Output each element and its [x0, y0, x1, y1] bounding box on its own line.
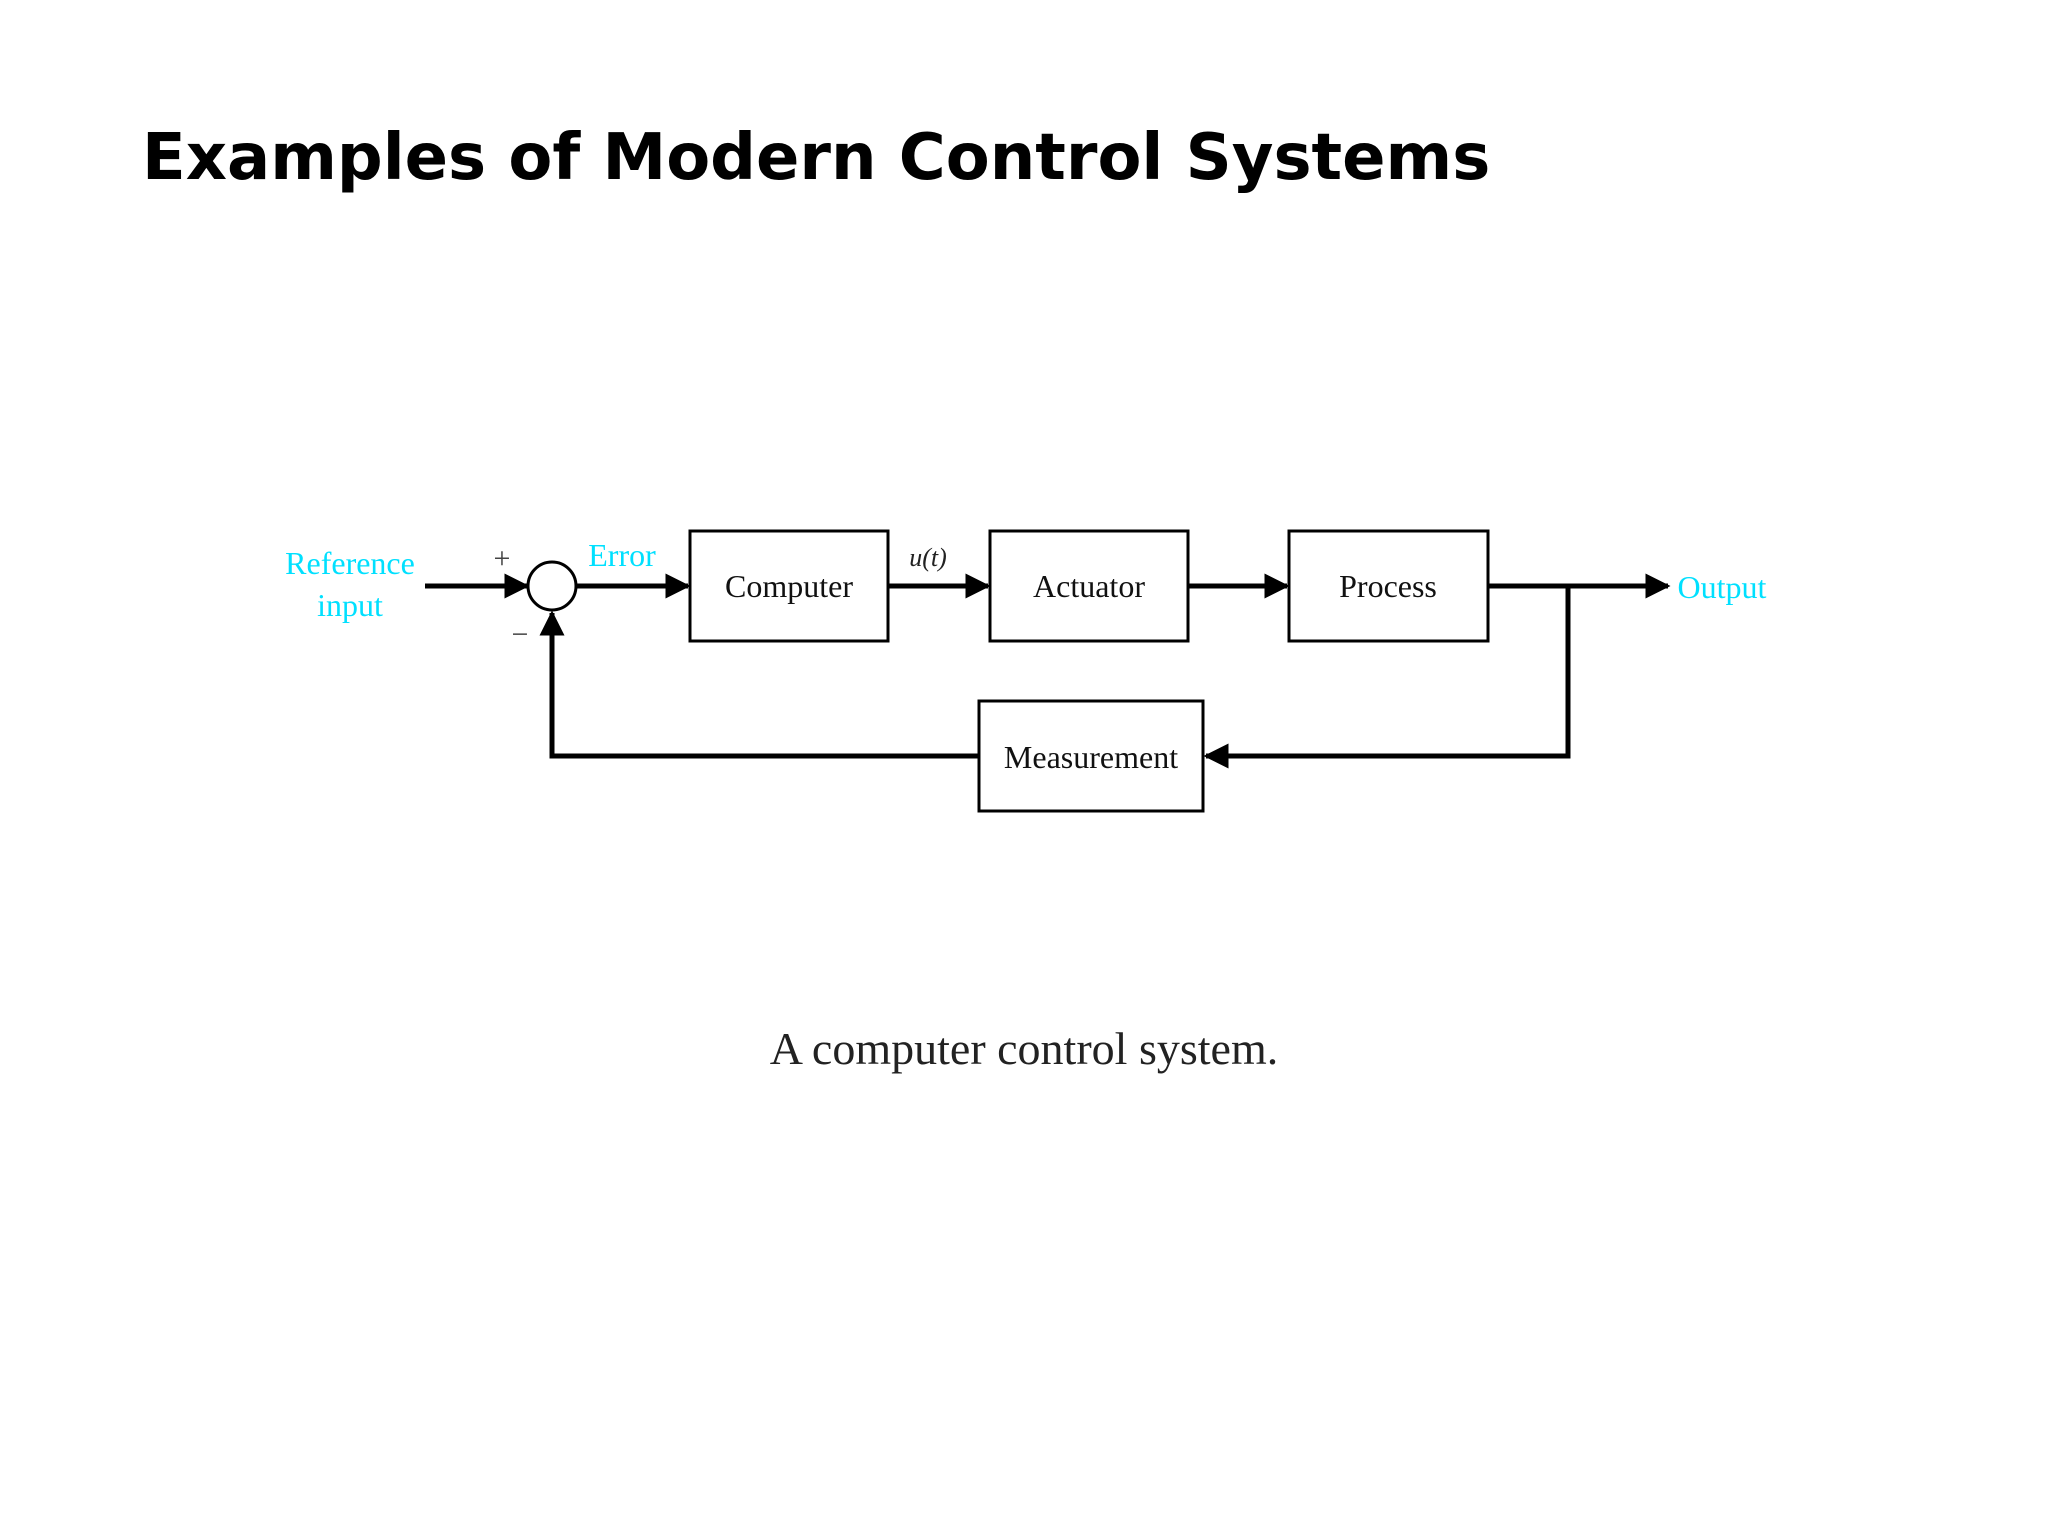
computer-block-label: Computer — [725, 568, 853, 604]
summing-junction — [526, 560, 578, 612]
process-block — [1287, 529, 1490, 643]
feedback-path-left — [539, 610, 979, 759]
control-signal-label: u(t) — [909, 543, 947, 572]
computer-block — [688, 529, 890, 643]
slide-title: Examples of Modern Control Systems — [142, 121, 1491, 195]
feedback-path-right — [1203, 586, 1571, 769]
measurement-block-label: Measurement — [1004, 739, 1178, 775]
measurement-block — [977, 699, 1205, 813]
minus-sign: − — [512, 618, 529, 651]
reference-input-label-line2: input — [317, 587, 383, 623]
process-block-label: Process — [1339, 568, 1437, 604]
plus-sign: + — [494, 542, 511, 575]
output-label: Output — [1678, 569, 1767, 605]
figure-caption: A computer control system. — [769, 1023, 1279, 1074]
error-label: Error — [588, 537, 656, 573]
reference-input-label-line1: Reference — [285, 545, 415, 581]
actuator-block-label: Actuator — [1033, 568, 1145, 604]
